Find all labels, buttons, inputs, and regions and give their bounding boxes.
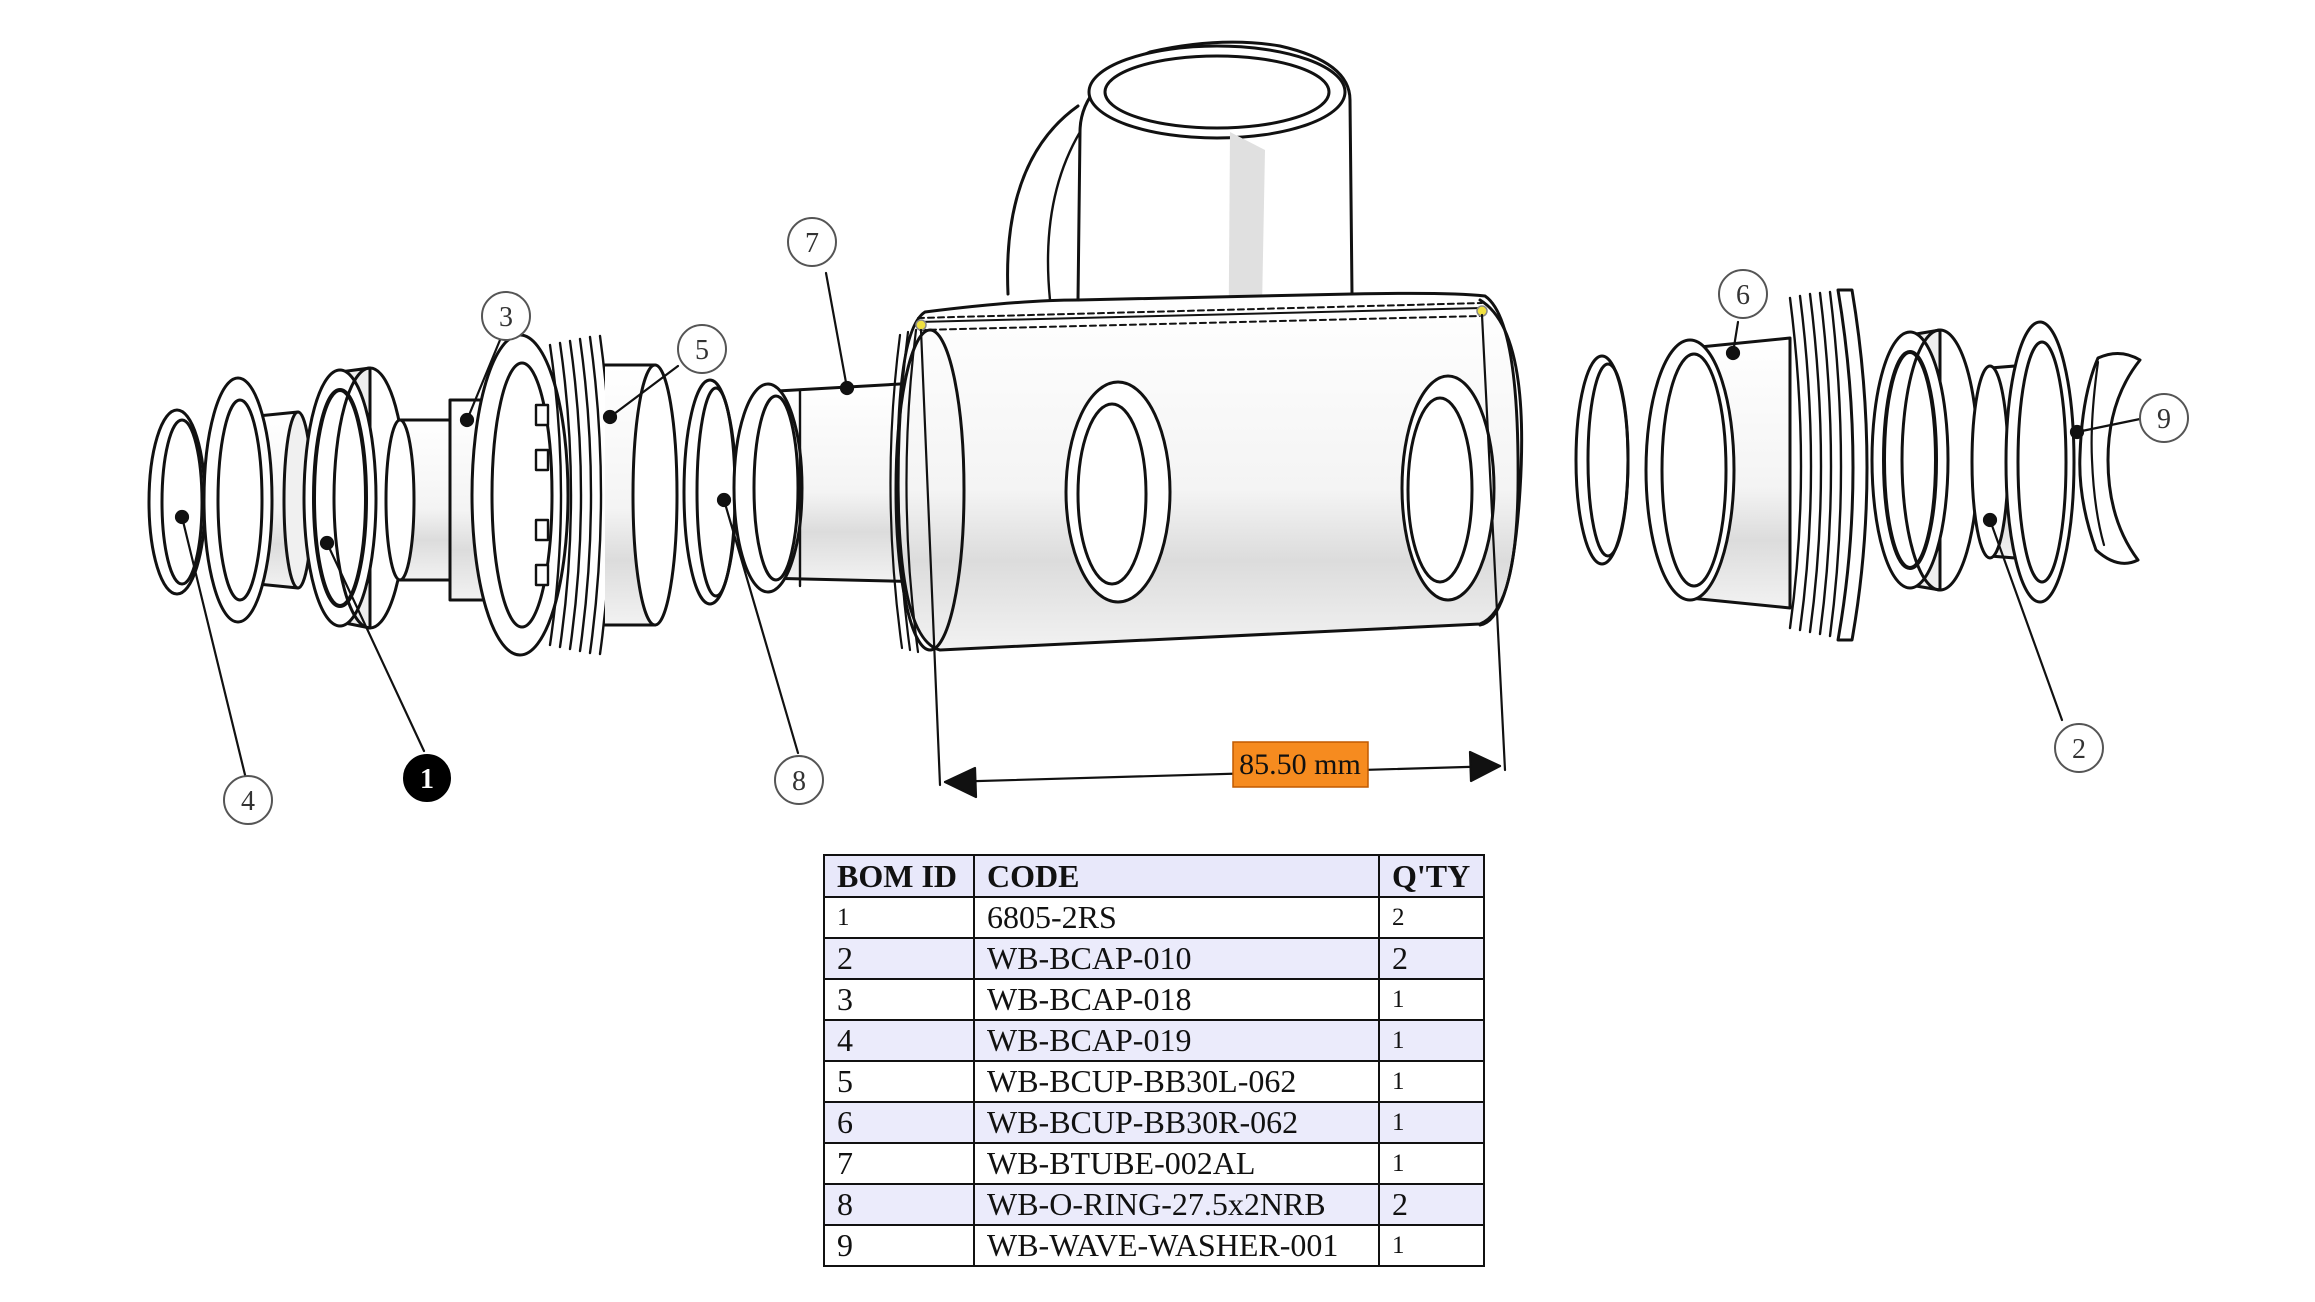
callout-3-label: 3 — [499, 302, 513, 333]
part-1-bearing-left — [302, 366, 408, 630]
part-3-bearing-cap — [202, 376, 314, 624]
callout-6-label: 6 — [1736, 280, 1750, 311]
bom-cell-code: WB-O-RING-27.5x2NRB — [973, 1183, 1380, 1226]
callout-5-label: 5 — [695, 335, 709, 366]
callout-9-label: 9 — [2157, 404, 2171, 435]
bom-row: 7 WB-BTUBE-002AL 1 — [823, 1142, 1485, 1185]
callout-leader-lines — [174, 271, 2142, 785]
bom-cell-qty: 2 — [1378, 896, 1485, 939]
callout-3[interactable]: 3 — [481, 291, 531, 341]
bom-row: 5 WB-BCUP-BB30L-062 1 — [823, 1060, 1485, 1103]
bom-cell-qty: 1 — [1378, 1101, 1485, 1144]
bom-header-qty: Q'TY — [1378, 854, 1485, 898]
callout-1[interactable]: 1 — [403, 754, 451, 802]
part-9-wave-washer — [2078, 352, 2142, 565]
callout-8-label: 8 — [792, 766, 806, 797]
bom-cell-qty: 1 — [1378, 1019, 1485, 1062]
callout-4-label: 4 — [241, 786, 255, 817]
callout-7-label: 7 — [805, 228, 819, 259]
bom-header-row: BOM ID CODE Q'TY — [823, 854, 1485, 898]
bom-cell-id: 2 — [823, 937, 975, 980]
bottom-bracket-shell — [889, 40, 1524, 654]
bom-header-code: CODE — [973, 854, 1380, 898]
dimension-measurement — [919, 313, 1507, 799]
bom-cell-id: 4 — [823, 1019, 975, 1062]
bom-cell-qty: 2 — [1378, 1183, 1485, 1226]
callout-4[interactable]: 4 — [223, 775, 273, 825]
bom-row: 1 6805-2RS 2 — [823, 896, 1485, 939]
part-4-retaining-ring — [147, 408, 207, 596]
bom-cell-id: 9 — [823, 1224, 975, 1267]
bom-table-container: BOM ID CODE Q'TY 1 6805-2RS 2 2 WB-BCAP-… — [823, 854, 1485, 1267]
callout-1-label: 1 — [420, 764, 434, 795]
bom-cell-id: 7 — [823, 1142, 975, 1185]
bom-row: 2 WB-BCAP-010 2 — [823, 937, 1485, 980]
bom-cell-qty: 2 — [1378, 937, 1485, 980]
callout-balloons: 1 2 3 4 5 6 7 8 — [223, 217, 2189, 825]
bom-cell-code: WB-BCAP-018 — [973, 978, 1380, 1021]
bom-cell-code: WB-BCUP-BB30L-062 — [973, 1060, 1380, 1103]
bom-cell-id: 5 — [823, 1060, 975, 1103]
part-8-o-ring-left — [682, 378, 738, 606]
bom-cell-qty: 1 — [1378, 1142, 1485, 1185]
bom-cell-code: WB-BCAP-019 — [973, 1019, 1380, 1062]
bom-row: 6 WB-BCUP-BB30R-062 1 — [823, 1101, 1485, 1144]
part-6-right-cup — [1644, 288, 1869, 642]
callout-2-label: 2 — [2072, 734, 2086, 765]
bom-cell-code: WB-BTUBE-002AL — [973, 1142, 1380, 1185]
bom-cell-code: WB-BCUP-BB30R-062 — [973, 1101, 1380, 1144]
dimension-label: 85.50 mm — [1232, 741, 1369, 788]
bom-header-id: BOM ID — [823, 854, 975, 898]
part-2-bearing-cap — [1970, 320, 2076, 604]
callout-6[interactable]: 6 — [1718, 269, 1768, 319]
callout-8[interactable]: 8 — [774, 755, 824, 805]
part-1-bearing-right — [1870, 328, 1980, 592]
callout-5[interactable]: 5 — [677, 324, 727, 374]
callout-2[interactable]: 2 — [2054, 723, 2104, 773]
bom-cell-id: 1 — [823, 896, 975, 939]
bom-cell-qty: 1 — [1378, 1224, 1485, 1267]
bom-cell-code: WB-WAVE-WASHER-001 — [973, 1224, 1380, 1267]
bom-cell-code: WB-BCAP-010 — [973, 937, 1380, 980]
bom-table: BOM ID CODE Q'TY 1 6805-2RS 2 2 WB-BCAP-… — [823, 854, 1485, 1267]
bom-cell-qty: 1 — [1378, 978, 1485, 1021]
bom-row: 9 WB-WAVE-WASHER-001 1 — [823, 1224, 1485, 1267]
bom-cell-code: 6805-2RS — [973, 896, 1380, 939]
part-5-left-cup — [470, 333, 679, 657]
bom-cell-qty: 1 — [1378, 1060, 1485, 1103]
bom-cell-id: 3 — [823, 978, 975, 1021]
callout-9[interactable]: 9 — [2139, 393, 2189, 443]
bom-row: 4 WB-BCAP-019 1 — [823, 1019, 1485, 1062]
bom-cell-id: 8 — [823, 1183, 975, 1226]
bom-cell-id: 6 — [823, 1101, 975, 1144]
bom-row: 3 WB-BCAP-018 1 — [823, 978, 1485, 1021]
part-8-o-ring-right — [1574, 354, 1630, 566]
callout-7[interactable]: 7 — [787, 217, 837, 267]
bom-row: 8 WB-O-RING-27.5x2NRB 2 — [823, 1183, 1485, 1226]
dimension-label-text: 85.50 mm — [1239, 748, 1361, 781]
